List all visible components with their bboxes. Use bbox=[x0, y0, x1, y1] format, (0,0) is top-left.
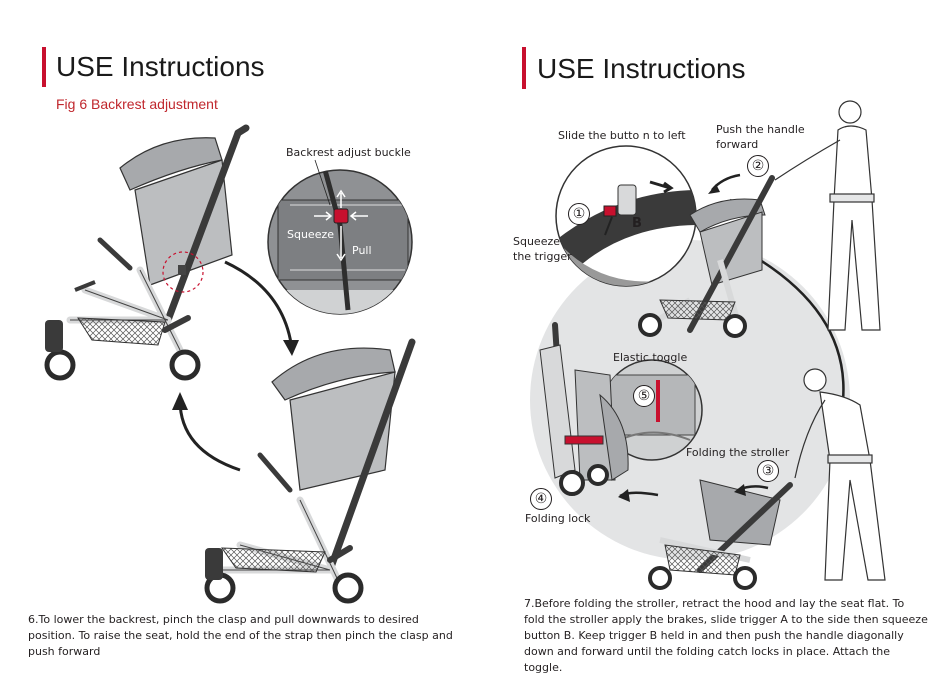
label-elastic-toggle: Elastic toggle bbox=[613, 351, 688, 364]
stroller-folded-illustration bbox=[539, 322, 629, 496]
zoom-elastic-toggle bbox=[601, 359, 703, 461]
person-pushing-illustration bbox=[774, 100, 881, 331]
step-1-marker: ① bbox=[568, 203, 590, 225]
label-squeeze-trigger: Squeeze the trigger bbox=[513, 235, 572, 263]
instruction-text-right: 7.Before folding the stroller, retract t… bbox=[524, 597, 928, 674]
label-squeeze: Squeeze bbox=[287, 228, 335, 241]
label-trigger-b: B bbox=[632, 216, 642, 231]
title-accent-bar-left bbox=[42, 47, 46, 87]
page-title-left: USE Instructions bbox=[56, 51, 265, 82]
label-folding-stroller: Folding the stroller bbox=[686, 446, 790, 459]
zoom-backrest-buckle bbox=[267, 159, 413, 315]
step-3-marker: ③ bbox=[757, 460, 779, 482]
stroller-folding-illustration bbox=[618, 479, 793, 590]
person-folding-illustration bbox=[794, 368, 886, 581]
step-2-marker: ② bbox=[747, 155, 769, 177]
instruction-text-left: 6.To lower the backrest, pinch the clasp… bbox=[28, 613, 453, 658]
stroller-push-handle-illustration bbox=[638, 173, 775, 338]
label-pull: Pull bbox=[352, 244, 372, 257]
title-accent-bar-right bbox=[522, 47, 526, 89]
step-4-marker: ④ bbox=[530, 488, 552, 510]
page-title-right: USE Instructions bbox=[537, 53, 746, 84]
label-backrest-buckle: Backrest adjust buckle bbox=[286, 146, 411, 159]
zoom-trigger bbox=[555, 145, 697, 287]
step-5-marker: ⑤ bbox=[633, 385, 655, 407]
label-folding-lock: Folding lock bbox=[525, 512, 591, 525]
stroller-reclined-illustration bbox=[204, 338, 416, 604]
label-slide-button: Slide the butto n to left bbox=[558, 129, 686, 142]
figure-caption: Fig 6 Backrest adjustment bbox=[56, 96, 218, 112]
label-push-handle: Push the handle forward bbox=[716, 123, 805, 151]
stroller-upright-illustration bbox=[44, 124, 250, 381]
